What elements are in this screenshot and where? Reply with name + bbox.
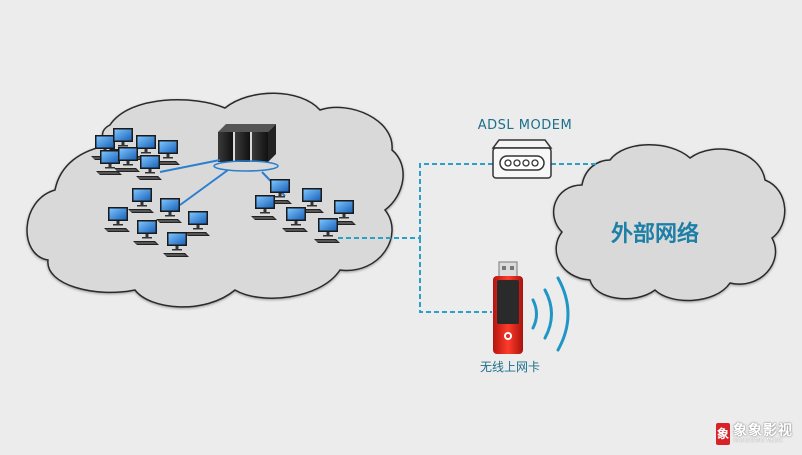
external-network-label: 外部网络: [610, 222, 699, 247]
link-lan-to-modem: [338, 163, 493, 239]
adsl-modem-icon: [491, 139, 553, 179]
wireless-signal-icon: [531, 276, 570, 352]
watermark-text: 象象影视: [733, 423, 793, 439]
watermark: 象 象象影视 XIANGXIANG MEDIA: [716, 421, 798, 447]
dashed-links: [338, 163, 598, 313]
server-rack: [213, 124, 279, 172]
link-lan-to-usb: [419, 238, 492, 313]
external-network-cloud: [552, 144, 786, 302]
adsl-modem-label: ADSL MODEM: [477, 118, 573, 133]
usb-wireless-card-icon: [493, 261, 523, 354]
watermark-logo-icon: 象: [716, 423, 730, 445]
lan-cloud: [26, 92, 404, 308]
watermark-subtext: XIANGXIANG MEDIA: [733, 438, 783, 444]
usb-card-label: 无线上网卡: [479, 360, 540, 374]
